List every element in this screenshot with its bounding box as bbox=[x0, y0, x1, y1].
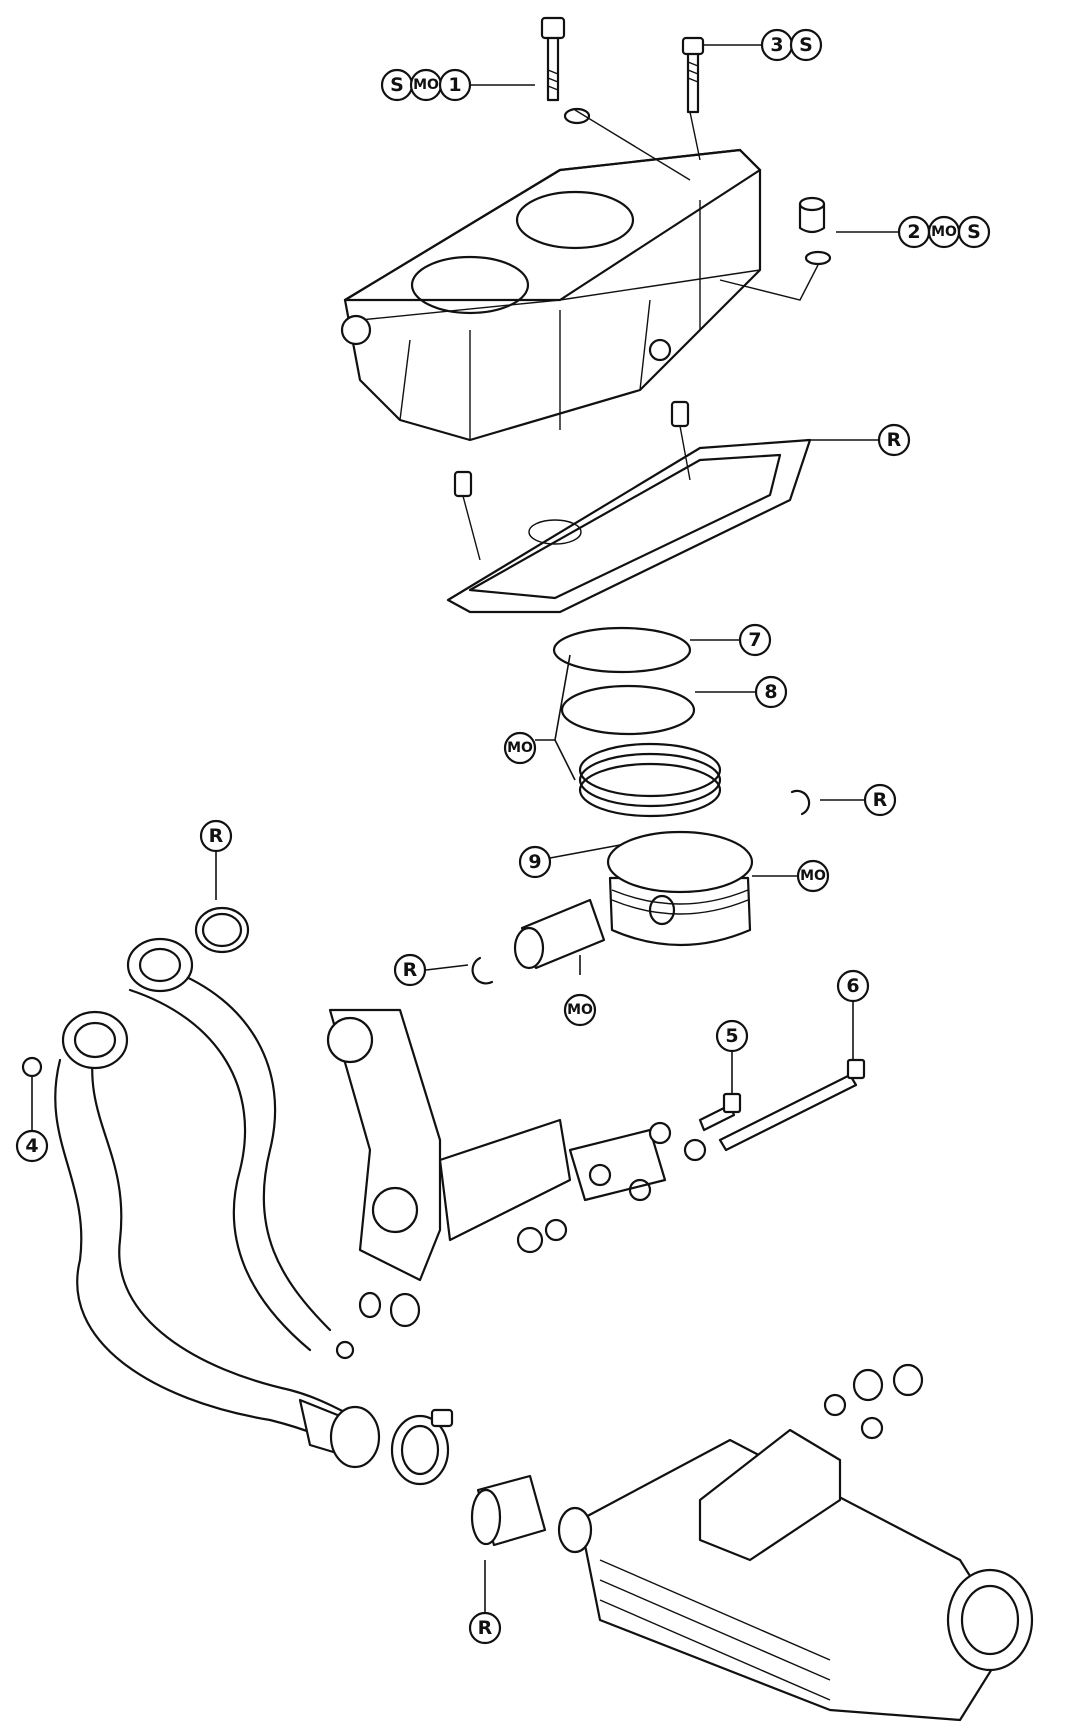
svg-text:R: R bbox=[403, 959, 418, 981]
svg-text:S: S bbox=[799, 34, 813, 56]
cylinder-nut-2 bbox=[798, 196, 832, 266]
exhaust-header-pipes bbox=[54, 937, 381, 1469]
svg-text:R: R bbox=[209, 825, 224, 847]
callout-r-exhaust-gasket: R bbox=[199, 819, 233, 853]
piston-pin-clips bbox=[471, 789, 811, 985]
svg-text:MO: MO bbox=[800, 868, 826, 884]
svg-text:MO: MO bbox=[931, 224, 957, 240]
callout-5: 5 bbox=[715, 1019, 749, 1053]
exhaust-gasket bbox=[194, 906, 250, 954]
cylinder-block bbox=[340, 148, 762, 442]
callout-6: 6 bbox=[836, 969, 870, 1003]
callout-r-clip-bottom: R bbox=[393, 953, 427, 987]
leader-lines bbox=[31, 44, 900, 1612]
svg-text:R: R bbox=[887, 429, 902, 451]
exhaust-clamp bbox=[390, 1408, 454, 1486]
svg-text:2: 2 bbox=[907, 221, 920, 243]
svg-text:6: 6 bbox=[846, 975, 859, 997]
callout-r-clip-top: R bbox=[863, 783, 897, 817]
svg-text:3: 3 bbox=[770, 34, 783, 56]
svg-text:MO: MO bbox=[507, 740, 533, 756]
piston-pin bbox=[513, 898, 606, 970]
callout-4: 4 bbox=[15, 1129, 49, 1163]
callout-r-seal: R bbox=[468, 1611, 502, 1645]
bolt-5 bbox=[698, 1092, 742, 1132]
callout-8: 8 bbox=[754, 675, 788, 709]
callout-mo-piston: MO bbox=[796, 859, 830, 893]
svg-text:8: 8 bbox=[764, 681, 777, 703]
piston-rings bbox=[552, 626, 722, 818]
svg-text:R: R bbox=[873, 789, 888, 811]
svg-text:1: 1 bbox=[448, 74, 461, 96]
cylinder-base-gasket bbox=[446, 438, 812, 614]
svg-text:S: S bbox=[967, 221, 981, 243]
callout-2: 2 MO S bbox=[897, 215, 991, 249]
bolt-6 bbox=[718, 1058, 866, 1152]
exhaust-nut-4 bbox=[21, 1056, 43, 1078]
callout-7: 7 bbox=[738, 623, 772, 657]
callout-r-gasket: R bbox=[877, 423, 911, 457]
cylinder-bolt-3 bbox=[681, 36, 705, 114]
callout-3: 3 S bbox=[760, 28, 823, 62]
callout-9: 9 bbox=[518, 845, 552, 879]
svg-text:7: 7 bbox=[748, 629, 761, 651]
svg-text:5: 5 bbox=[725, 1025, 738, 1047]
cylinder-bolt-1 bbox=[540, 16, 591, 125]
svg-text:9: 9 bbox=[528, 851, 541, 873]
frame-bracket bbox=[326, 1008, 667, 1282]
callout-mo-rings: MO bbox=[503, 731, 537, 765]
callout-mo-pin: MO bbox=[563, 993, 597, 1027]
exhaust-seal bbox=[470, 1474, 547, 1547]
svg-text:R: R bbox=[478, 1617, 493, 1639]
svg-text:MO: MO bbox=[567, 1002, 593, 1018]
svg-text:MO: MO bbox=[413, 77, 439, 93]
callout-1: S MO 1 bbox=[380, 68, 472, 102]
svg-text:S: S bbox=[390, 74, 404, 96]
piston bbox=[606, 830, 754, 947]
svg-text:4: 4 bbox=[25, 1135, 38, 1157]
muffler bbox=[557, 1428, 1034, 1722]
washers bbox=[335, 1121, 924, 1440]
